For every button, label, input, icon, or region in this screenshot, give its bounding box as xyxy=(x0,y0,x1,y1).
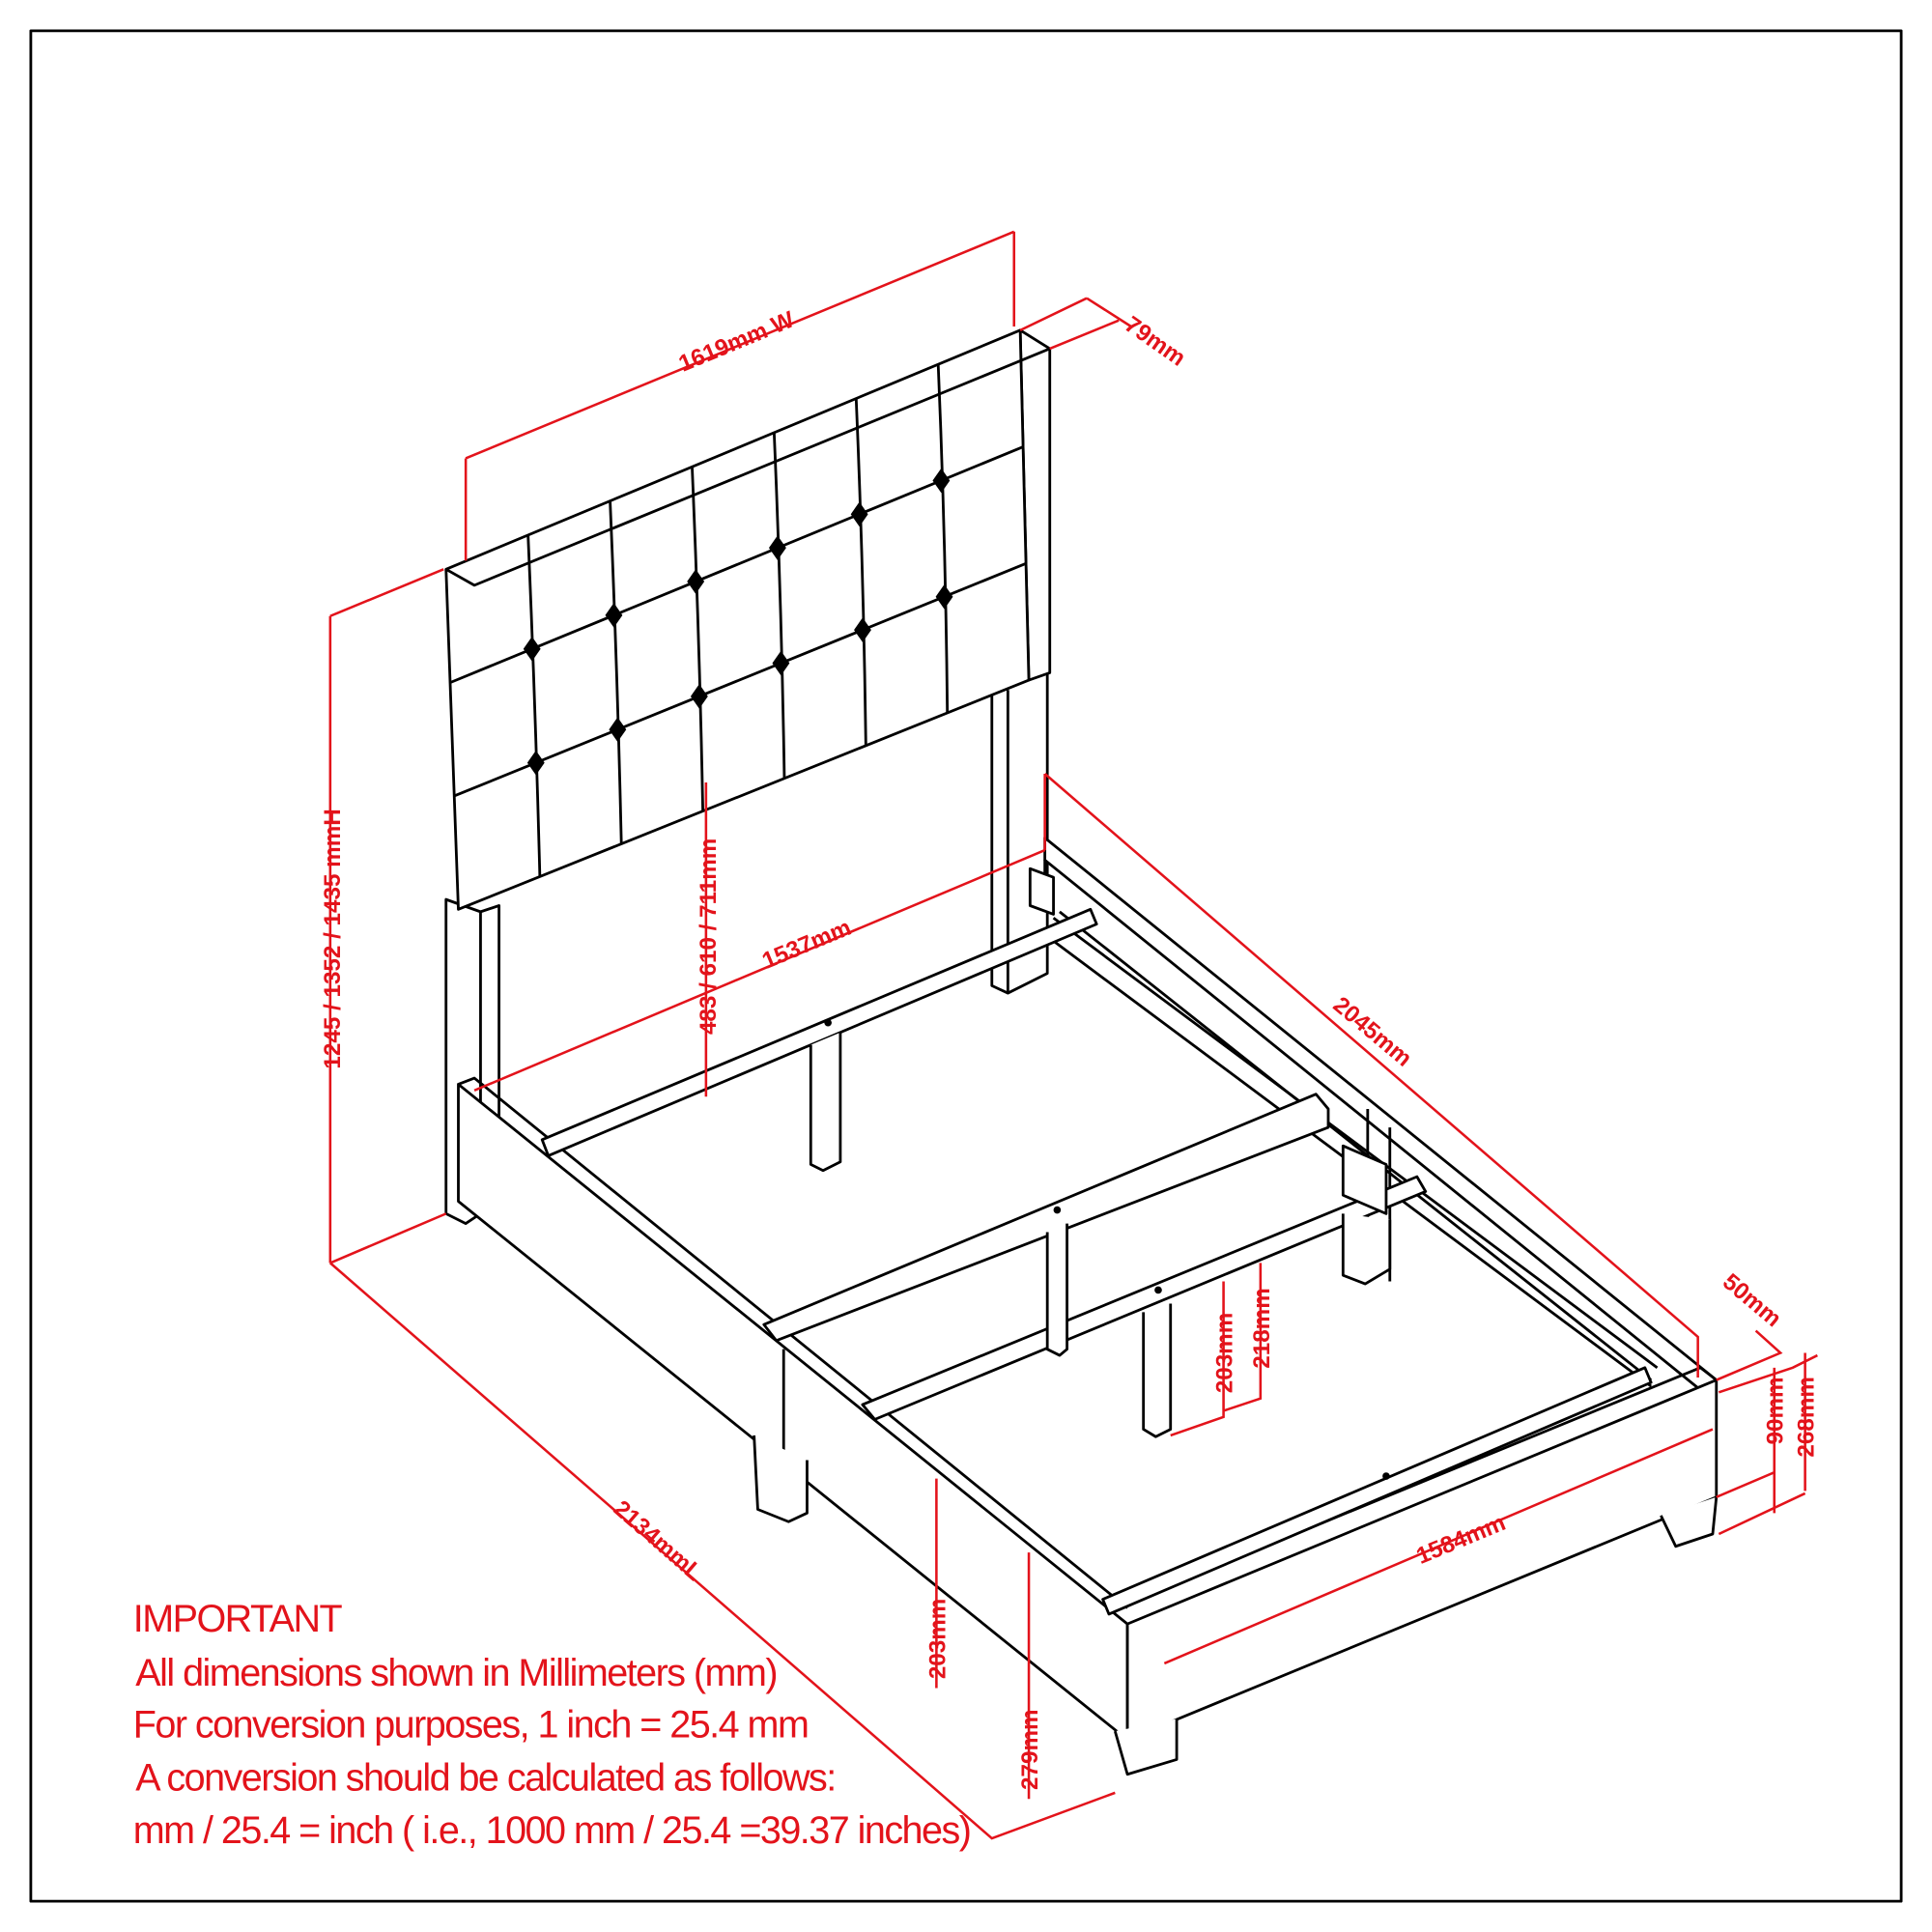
tuft-column-line xyxy=(854,398,867,746)
note-line-1: All dimensions shown in Millimeters (mm) xyxy=(135,1652,777,1694)
dim-rail-clearance-2: 279mm xyxy=(1017,1709,1043,1789)
tuft-button xyxy=(605,603,623,628)
bed-frame xyxy=(457,836,1719,1776)
dim-headboard-thickness: 79mm xyxy=(1120,311,1190,371)
tuft-row-line xyxy=(449,445,1024,684)
tuft-button xyxy=(768,535,786,560)
dim-inner-width: 1537mm xyxy=(758,915,855,975)
dim-footboard-total-height: 268mm xyxy=(1794,1377,1820,1457)
tuft-button xyxy=(690,684,708,709)
tuft-button xyxy=(687,569,705,594)
note-line-2: For conversion purposes, 1 inch = 25.4 m… xyxy=(133,1703,809,1746)
dim-center-support-2: 218mm xyxy=(1249,1288,1275,1368)
dim-headboard-width: 1619mm W xyxy=(675,306,798,377)
headboard-legs xyxy=(444,672,1049,1225)
note-title: IMPORTANT xyxy=(133,1598,343,1640)
dim-inner-length: 2045mm xyxy=(1328,992,1417,1072)
tuft-button xyxy=(772,650,790,676)
dim-rail-clearance-1: 203mm xyxy=(924,1599,951,1679)
important-note: IMPORTANT All dimensions shown in Millim… xyxy=(133,1598,972,1852)
tuft-column-line xyxy=(772,432,786,779)
tuft-column-line xyxy=(526,534,542,877)
dim-footboard-thickness: 50mm xyxy=(1718,1268,1786,1332)
frame-border xyxy=(29,29,1903,1903)
tuft-column-line xyxy=(691,467,704,811)
tuft-column-line xyxy=(609,500,623,844)
tuft-button xyxy=(850,501,868,527)
tuft-column-line xyxy=(936,364,950,713)
note-line-4: mm / 25.4 = inch ( i.e., 1000 mm / 25.4 … xyxy=(133,1809,971,1852)
dim-center-support-1: 203mm xyxy=(1212,1313,1238,1393)
note-line-3: A conversion should be calculated as fol… xyxy=(135,1756,835,1799)
tuft-button xyxy=(932,468,951,494)
tuft-button xyxy=(526,750,545,776)
dim-total-length: 2134mmL xyxy=(609,1495,707,1586)
dim-total-height: 1245 / 1352 / 1435 mmH xyxy=(320,809,346,1068)
dim-headboard-panel-height: 483 / 610 / 711mm xyxy=(696,838,722,1035)
tuft-row-line xyxy=(453,562,1027,798)
tuft-button xyxy=(854,617,871,642)
tuft-button xyxy=(523,637,541,662)
headboard xyxy=(444,328,1052,911)
tuft-button xyxy=(935,583,953,610)
dimension-lines xyxy=(328,230,1818,1840)
tuft-button xyxy=(609,717,627,742)
dim-footboard-height: 90mm xyxy=(1763,1377,1789,1444)
